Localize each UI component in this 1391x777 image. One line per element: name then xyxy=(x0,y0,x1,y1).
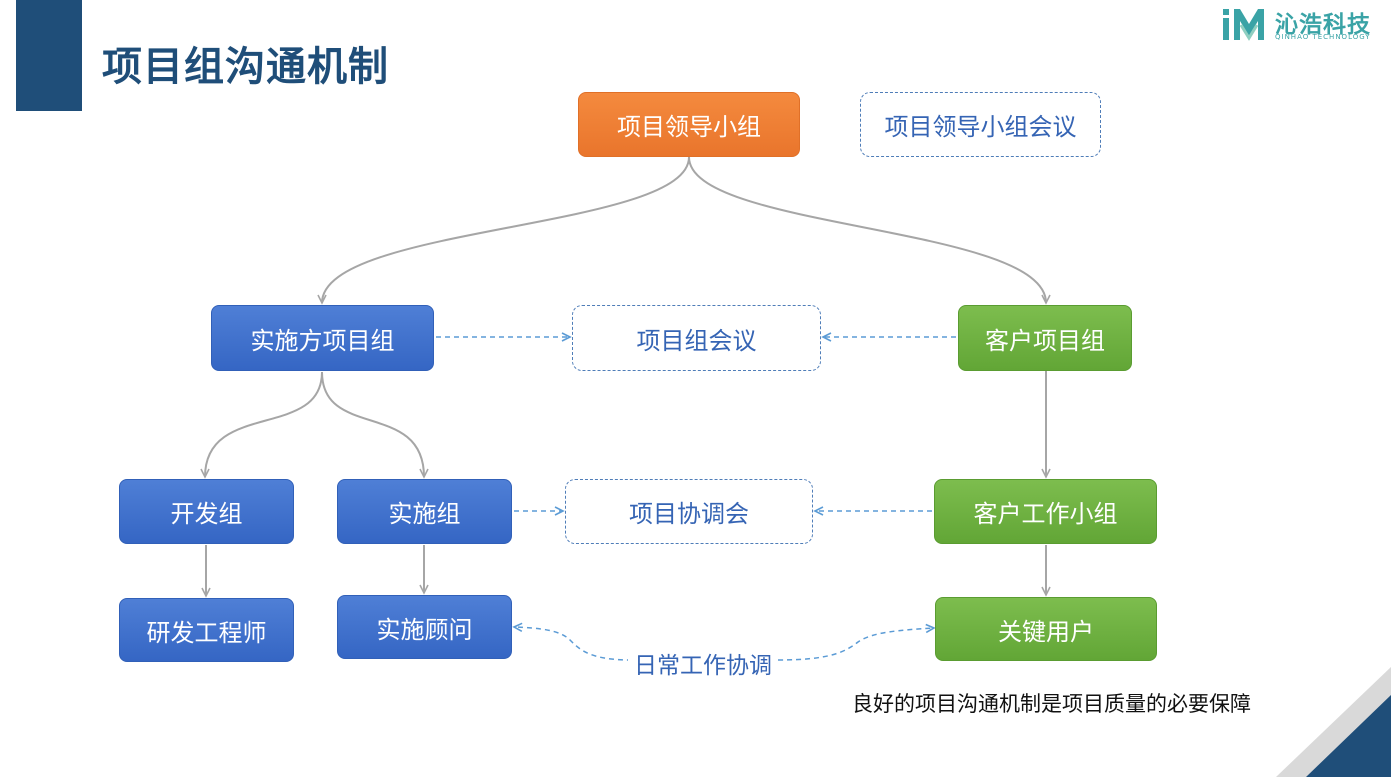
label-daily-coordination: 日常工作协调 xyxy=(628,646,778,680)
node-leader-meeting[interactable]: 项目领导小组会议 xyxy=(860,92,1101,157)
node-client-work-group[interactable]: 客户工作小组 xyxy=(934,479,1157,544)
node-rd-engineer[interactable]: 研发工程师 xyxy=(119,598,294,662)
qinhao-logo-icon xyxy=(1223,9,1264,41)
node-impl-consultant[interactable]: 实施顾问 xyxy=(337,595,512,659)
slide-title: 项目组沟通机制 xyxy=(102,44,389,90)
node-project-meeting[interactable]: 项目组会议 xyxy=(572,305,821,371)
connector-impl-team-to-dev-group xyxy=(200,371,323,479)
logo-name: 沁浩科技 xyxy=(1275,12,1371,38)
company-logo: 沁浩科技 QINHAO TECHNOLOGY xyxy=(1219,3,1389,47)
node-impl-team[interactable]: 实施方项目组 xyxy=(211,305,434,371)
node-impl-group[interactable]: 实施组 xyxy=(337,479,512,544)
corner-decoration xyxy=(1276,667,1391,777)
dashed-connector-daily-to-consultant xyxy=(512,622,633,661)
node-client-team[interactable]: 客户项目组 xyxy=(958,305,1132,371)
dashed-connector-daily-to-key-user xyxy=(777,623,936,661)
connector-leader-to-impl-team xyxy=(317,156,690,305)
node-leader-group[interactable]: 项目领导小组 xyxy=(578,92,800,157)
logo-subtitle: QINHAO TECHNOLOGY xyxy=(1275,33,1371,41)
footer-note: 良好的项目沟通机制是项目质量的必要保障 xyxy=(852,692,1251,716)
node-key-user[interactable]: 关键用户 xyxy=(935,597,1157,661)
node-dev-group[interactable]: 开发组 xyxy=(119,479,294,544)
connector-leader-to-client-team xyxy=(688,156,1051,305)
connector-impl-team-to-impl-group xyxy=(321,371,429,479)
title-accent-bar xyxy=(16,0,82,111)
node-coordination-meeting[interactable]: 项目协调会 xyxy=(565,479,813,544)
